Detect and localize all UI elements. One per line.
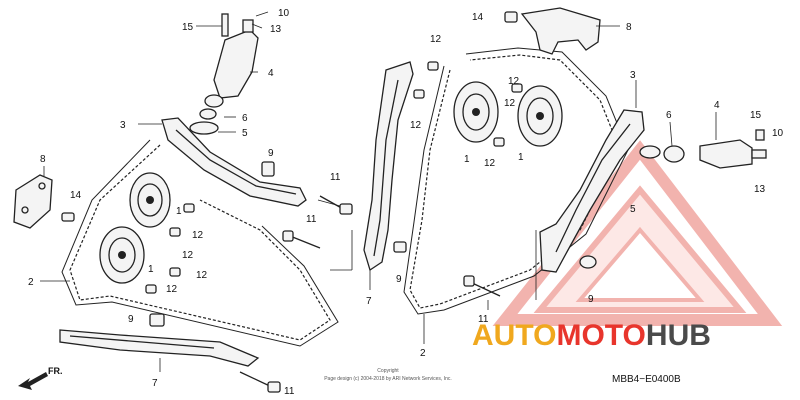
cam-sprocket-left-upper[interactable]	[129, 172, 171, 228]
tensioner-lifter-right[interactable]	[639, 129, 767, 169]
bolt-14-top-right[interactable]	[504, 11, 518, 23]
callout[interactable]: 12	[166, 284, 178, 295]
callout[interactable]: 9	[268, 148, 274, 159]
callout[interactable]: 14	[70, 190, 82, 201]
callout[interactable]: 8	[626, 22, 632, 33]
watermark-moto: MOTO	[556, 319, 645, 352]
watermark-hub: HUB	[646, 319, 711, 352]
callout[interactable]: 5	[242, 128, 248, 139]
callout[interactable]: 10	[772, 128, 784, 139]
tensioner-arm-left[interactable]	[161, 117, 307, 207]
chain-guide-lower-left-7[interactable]	[59, 329, 260, 367]
washer-9-right[interactable]	[579, 255, 597, 269]
callout[interactable]: 1	[148, 264, 154, 275]
cam-sprocket-right-a[interactable]	[453, 81, 499, 143]
callout[interactable]: 10	[278, 8, 290, 19]
bolt-11-right[interactable]	[463, 275, 501, 297]
callout[interactable]: 14	[472, 12, 484, 23]
callout[interactable]: 9	[588, 294, 594, 305]
callout[interactable]: 4	[714, 100, 720, 111]
callout[interactable]: 11	[330, 172, 341, 183]
callout[interactable]: 5	[630, 204, 636, 215]
copyright-line-2: Page design (c) 2004-2018 by ARI Network…	[324, 376, 452, 382]
front-arrow-icon	[18, 372, 48, 390]
callout[interactable]: 12	[430, 34, 442, 45]
callout[interactable]: 7	[152, 378, 158, 389]
callout[interactable]: 13	[270, 24, 282, 35]
front-direction-indicator: FR.	[18, 366, 63, 390]
callout[interactable]: 12	[508, 76, 520, 87]
pin-9-left[interactable]	[261, 161, 275, 177]
callout[interactable]: 1	[518, 152, 524, 163]
callout[interactable]: 8	[40, 154, 46, 165]
callout[interactable]: 15	[750, 110, 762, 121]
callout[interactable]: 3	[120, 120, 126, 131]
callout[interactable]: 6	[242, 113, 248, 124]
front-label: FR.	[48, 366, 63, 376]
callout-numbers: 10 15 13 4 6 5 3 8 14 9 1 12 12 1 12 12 …	[28, 8, 784, 397]
bolt-11-mid-b[interactable]	[282, 230, 321, 249]
watermark-text-auto: AUTOMOTOHUB	[472, 319, 711, 352]
callout[interactable]: 12	[192, 230, 204, 241]
bolt-14-left[interactable]	[61, 212, 75, 222]
pin-9-center[interactable]	[393, 241, 407, 253]
bolt-11-bottom[interactable]	[239, 371, 281, 393]
callout[interactable]: 15	[182, 22, 194, 33]
callout[interactable]: 12	[484, 158, 496, 169]
callout[interactable]: 3	[630, 70, 636, 81]
leader-lines	[40, 11, 717, 372]
callout[interactable]: 12	[410, 120, 422, 131]
callout[interactable]: 7	[366, 296, 372, 307]
callout[interactable]: 6	[666, 110, 672, 121]
chain-guide-top-right-8[interactable]	[520, 7, 601, 55]
sprocket-bolts-left[interactable]	[145, 203, 195, 294]
cam-chain-right[interactable]	[403, 47, 629, 315]
cam-chain-left[interactable]	[61, 139, 339, 347]
chain-guide-left-8[interactable]	[13, 174, 53, 229]
callout[interactable]: 12	[504, 98, 516, 109]
callout[interactable]: 12	[196, 270, 208, 281]
callout[interactable]: 13	[754, 184, 766, 195]
callout[interactable]: 11	[284, 386, 295, 397]
callout[interactable]: 4	[268, 68, 274, 79]
callout[interactable]: 1	[464, 154, 470, 165]
callout[interactable]: 9	[396, 274, 402, 285]
callout[interactable]: 2	[28, 277, 34, 288]
tensioner-arm-right-3[interactable]	[539, 109, 645, 273]
tensioner-lifter-left[interactable]	[189, 13, 259, 135]
copyright-line-1: Copyright	[377, 368, 399, 374]
watermark-logo-text: AUTOMOTOHUB	[472, 319, 711, 352]
callout[interactable]: 2	[420, 348, 426, 359]
callout[interactable]: 12	[182, 250, 194, 261]
callout[interactable]: 11	[478, 314, 489, 325]
diagram-code: MBB4−E0400B	[612, 374, 681, 385]
cam-sprocket-left-lower[interactable]	[99, 226, 145, 284]
callout[interactable]: 1	[176, 206, 182, 217]
pin-9-bottom[interactable]	[149, 313, 165, 327]
callout[interactable]: 9	[128, 314, 134, 325]
bolt-11-mid-a[interactable]	[319, 195, 353, 215]
callout[interactable]: 11	[306, 214, 317, 225]
chain-guide-center-7[interactable]	[363, 61, 414, 272]
watermark-auto: AUTO	[472, 319, 556, 352]
sprocket-bolts-right[interactable]	[413, 61, 523, 147]
cam-sprocket-right-b[interactable]	[517, 85, 563, 147]
